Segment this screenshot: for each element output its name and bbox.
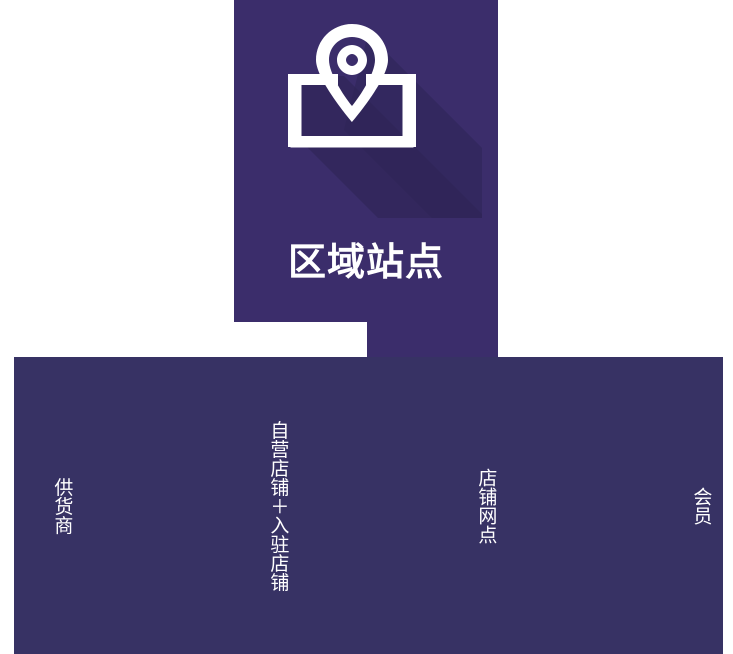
hero-icon-container [234,0,498,236]
base-panel: 供货商 自营店铺＋入驻店铺 店铺网点 会员 [14,357,723,654]
pin-outline-shape [316,24,388,122]
map-frame-shape [288,74,416,147]
hero-card-notch [234,322,367,362]
map-pin-icon [288,24,482,218]
base-label-supplier: 供货商 [51,477,74,534]
base-label-member: 会员 [690,486,713,525]
page-title: 区域站点 [287,240,444,284]
hero-card: 区域站点 [234,0,498,362]
pin-inner-ring-shape [337,45,367,75]
base-label-stores: 自营店铺＋入驻店铺 [267,420,290,591]
base-label-outlets: 店铺网点 [475,467,498,544]
